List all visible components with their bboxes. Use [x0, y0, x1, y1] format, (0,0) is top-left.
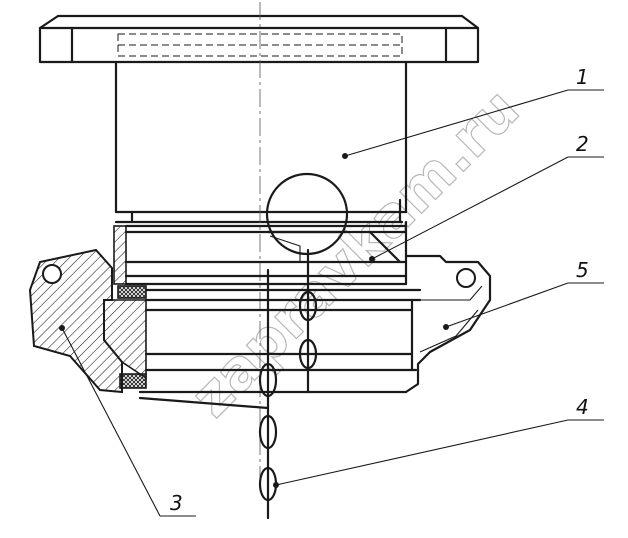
top-flange — [38, 14, 480, 64]
watermark: zapravkam.ru — [179, 77, 532, 430]
part-2-nozzle — [113, 220, 408, 286]
seal-lower — [119, 373, 147, 389]
inner-bore — [138, 288, 422, 410]
callout-2: 2 — [576, 132, 589, 156]
callout-3: 3 — [170, 491, 183, 515]
callout-5: 5 — [576, 258, 589, 282]
callout-4: 4 — [576, 395, 589, 419]
part-1-body — [114, 60, 408, 224]
part-4-chain — [258, 248, 318, 520]
seal-upper — [117, 285, 147, 299]
leader-lines — [59, 89, 604, 517]
part-5-housing — [404, 254, 492, 394]
part-3-left-section — [28, 248, 147, 394]
callout-1: 1 — [576, 65, 589, 89]
